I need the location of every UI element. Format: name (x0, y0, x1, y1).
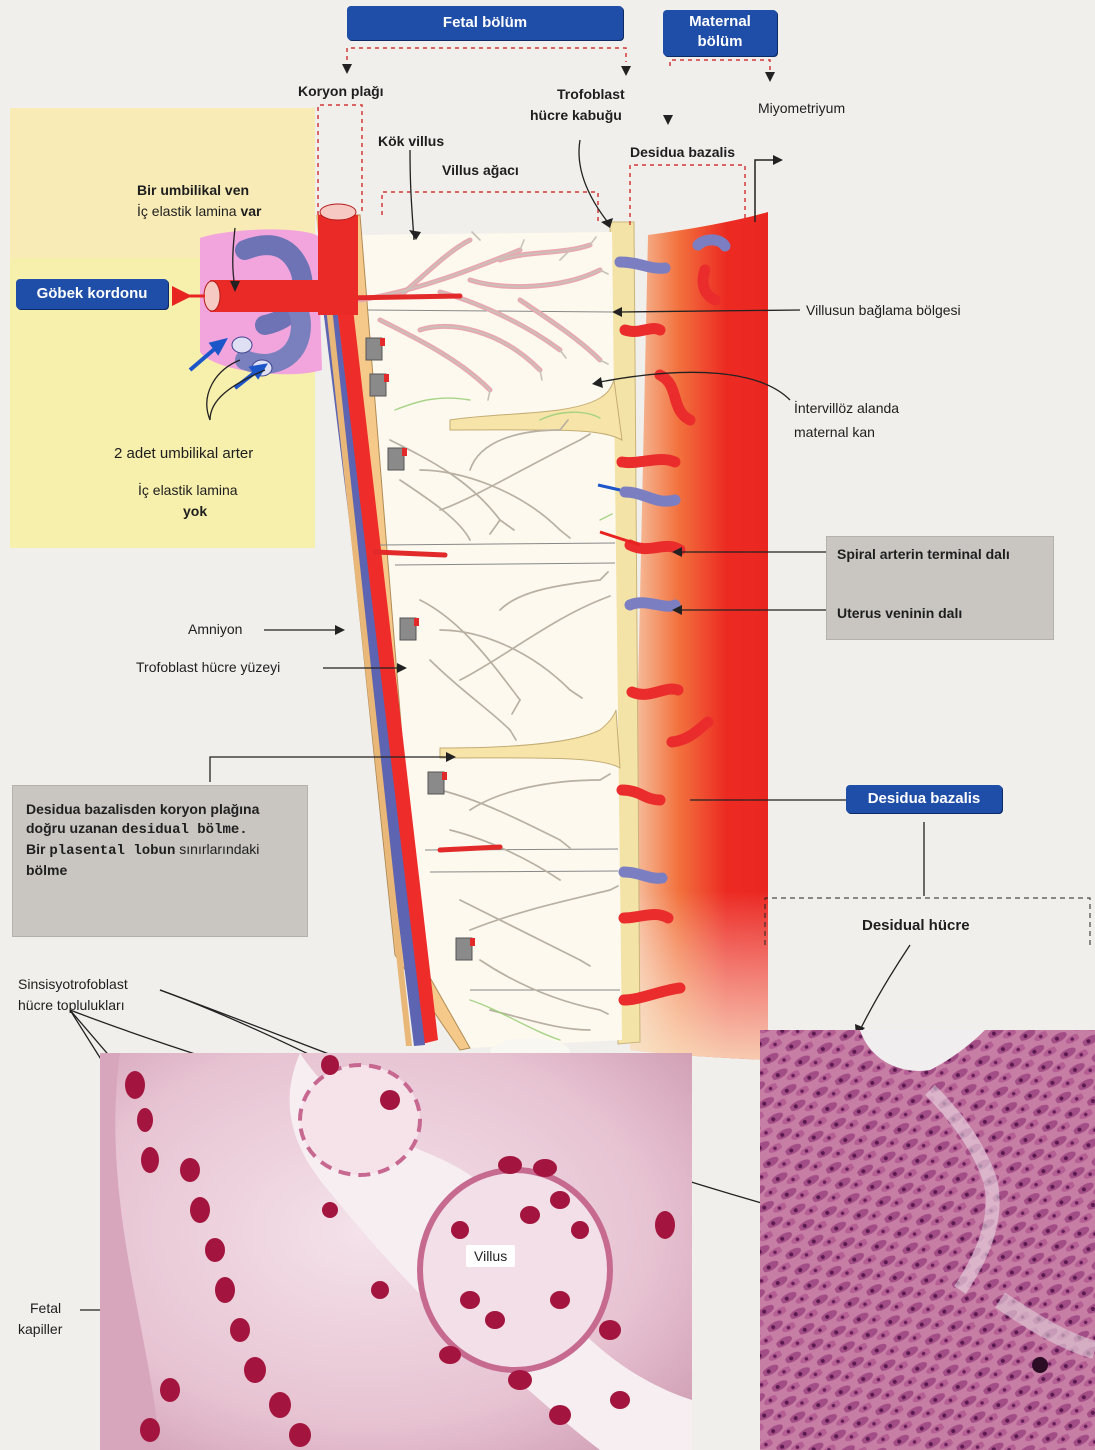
label-amniyon: Amniyon (188, 621, 242, 638)
label-kok-villus: Kök villus (378, 133, 444, 150)
septum-note-line2: doğru uzanan desidual bölme. (26, 819, 259, 840)
septum-note-line1: Desidua bazalisden koryon plağına (26, 800, 259, 819)
septum-note-line3b: plasental lobun (49, 843, 175, 859)
label-trofoblast-2: hücre kabuğu (530, 107, 622, 124)
villus-tag: Villus (466, 1245, 515, 1267)
label-ic-elastik-yok-2: yok (183, 503, 207, 520)
label-umbilical-ven-2a: İç elastik lamina (137, 203, 240, 219)
septum-note-line3: Bir plasental lobun sınırlarındaki (26, 840, 259, 861)
umbilical-cord-pill: Göbek kordonu (16, 279, 168, 309)
label-villus-agaci: Villus ağacı (442, 162, 519, 179)
label-villus-baglama: Villusun bağlama bölgesi (806, 302, 961, 319)
label-ic-elastik-yok-1: İç elastik lamina (138, 482, 238, 499)
septum-note-line3c: sınırlarındaki (175, 841, 259, 857)
label-spiral-arter: Spiral arterin terminal dalı (837, 546, 1010, 563)
label-umbilical-ven-1: Bir umbilikal ven (137, 182, 249, 199)
label-umbilical-ven-2b: var (240, 203, 261, 219)
micrograph-villi (100, 1053, 692, 1450)
septum-note-line2a: doğru uzanan (26, 820, 122, 836)
label-sinsisyo-2: hücre toplulukları (18, 997, 125, 1014)
decidua-basalis-pill: Desidua bazalis (846, 785, 1002, 813)
label-sinsisyo-1: Sinsisyotrofoblast (18, 976, 128, 993)
label-trofoblast-1: Trofoblast (557, 86, 625, 103)
label-intervilloz-1: İntervillöz alanda (794, 400, 899, 417)
label-umbilical-arter: 2 adet umbilikal arter (114, 445, 253, 462)
septum-note-line2b: desidual bölme. (122, 822, 248, 838)
label-intervilloz-2: maternal kan (794, 424, 875, 441)
septum-note: Desidua bazalisden koryon plağına doğru … (26, 800, 259, 880)
septum-note-line3a: Bir (26, 841, 49, 857)
label-trofoblast-yuzey: Trofoblast hücre yüzeyi (136, 659, 280, 676)
maternal-header-line2: bölüm (663, 32, 777, 52)
label-desidual-hucre: Desidual hücre (862, 917, 970, 934)
maternal-section-header: Maternal bölüm (663, 10, 777, 56)
label-desidua-bazalis-top: Desidua bazalis (630, 144, 735, 161)
label-uterus-ven: Uterus veninin dalı (837, 605, 962, 622)
fetal-section-header: Fetal bölüm (347, 6, 623, 40)
label-koryon-plagi: Koryon plağı (298, 83, 384, 100)
septum-note-line4: bölme (26, 861, 259, 880)
micrograph-decidual-cells (760, 1030, 1095, 1450)
label-umbilical-ven-2: İç elastik lamina var (137, 203, 262, 220)
maternal-header-line1: Maternal (663, 12, 777, 32)
label-miyometriyum: Miyometriyum (758, 100, 845, 117)
label-fetal-1: Fetal (30, 1300, 61, 1317)
label-fetal-2: kapiller (18, 1321, 62, 1338)
